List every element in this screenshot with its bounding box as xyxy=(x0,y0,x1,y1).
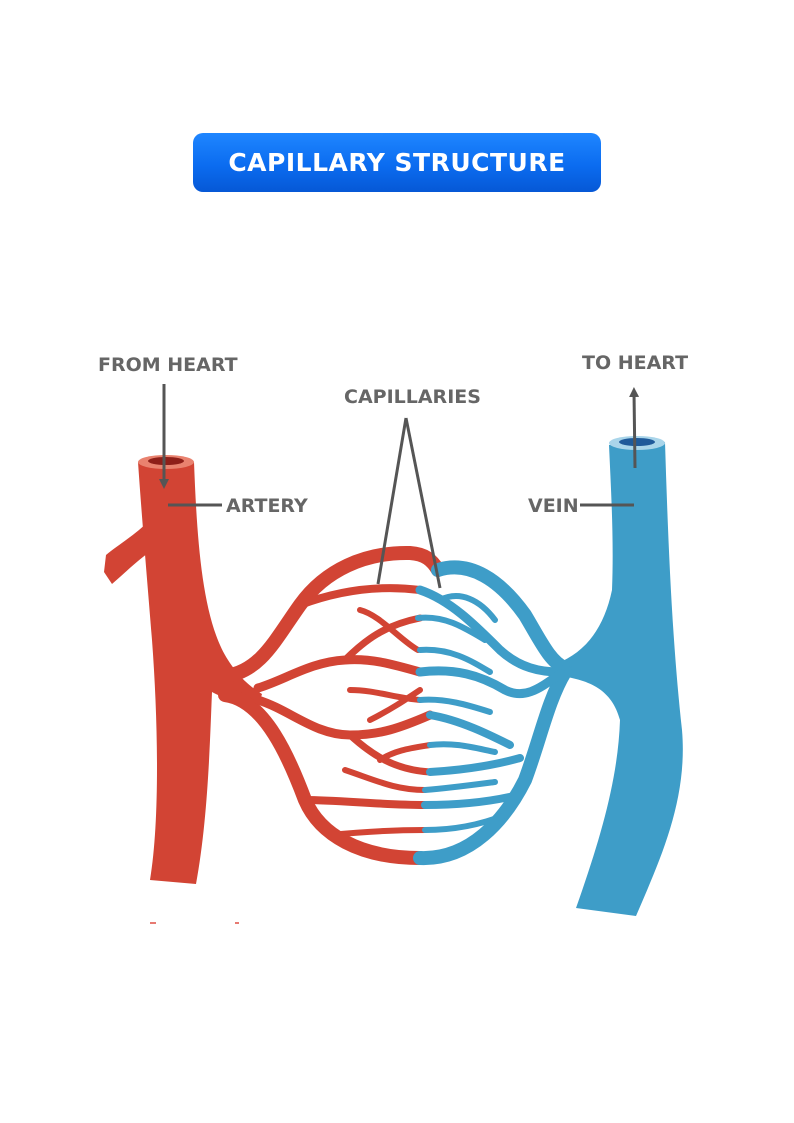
label-artery: ARTERY xyxy=(168,495,308,517)
from-heart-label: FROM HEART xyxy=(98,354,238,376)
artery-label: ARTERY xyxy=(226,495,308,517)
capillaries-pointer-left xyxy=(376,417,408,585)
title-banner: CAPILLARY STRUCTURE xyxy=(193,133,601,192)
artery-trunk xyxy=(138,462,262,884)
capillary-bed xyxy=(218,545,572,866)
page-title: CAPILLARY STRUCTURE xyxy=(228,148,566,177)
to-heart-arrow xyxy=(629,387,640,469)
label-to-heart: TO HEART xyxy=(582,352,688,469)
to-heart-label: TO HEART xyxy=(582,352,688,374)
venule-branches xyxy=(413,560,572,866)
vein-trunk xyxy=(556,442,683,916)
vein xyxy=(556,436,683,916)
artery xyxy=(104,455,262,924)
label-capillaries: CAPILLARIES xyxy=(344,386,481,589)
arteriole-branches xyxy=(218,545,445,865)
label-vein: VEIN xyxy=(528,495,634,517)
vein-label: VEIN xyxy=(528,495,579,517)
capillaries-label: CAPILLARIES xyxy=(344,386,481,408)
label-from-heart: FROM HEART xyxy=(98,354,238,489)
capillaries-pointer-right xyxy=(404,417,442,589)
